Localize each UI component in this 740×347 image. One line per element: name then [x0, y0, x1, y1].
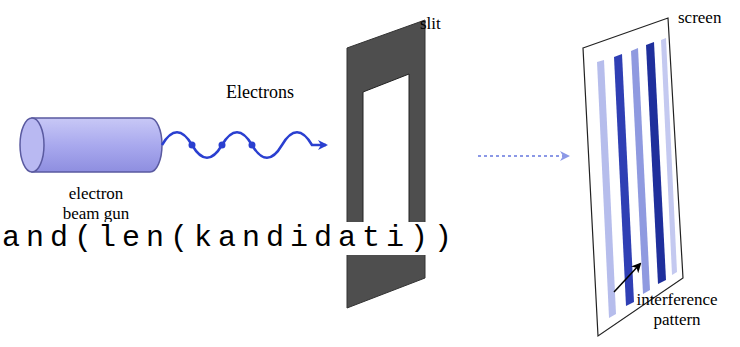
part-label: slit	[420, 14, 470, 34]
electron-gun	[20, 118, 162, 172]
slit-plate	[347, 20, 425, 308]
electron-wave	[162, 132, 326, 158]
part-label: screen	[678, 8, 736, 28]
part-label: electron beam gun	[55, 184, 137, 223]
screen-panel	[583, 18, 683, 336]
dotted-arrow	[478, 155, 568, 157]
wave-label: Electrons	[226, 82, 336, 103]
leader-arrow	[614, 264, 640, 292]
code-overlay: and(len(kandidati))	[0, 222, 460, 255]
callout-label: interference pattern	[618, 290, 736, 329]
